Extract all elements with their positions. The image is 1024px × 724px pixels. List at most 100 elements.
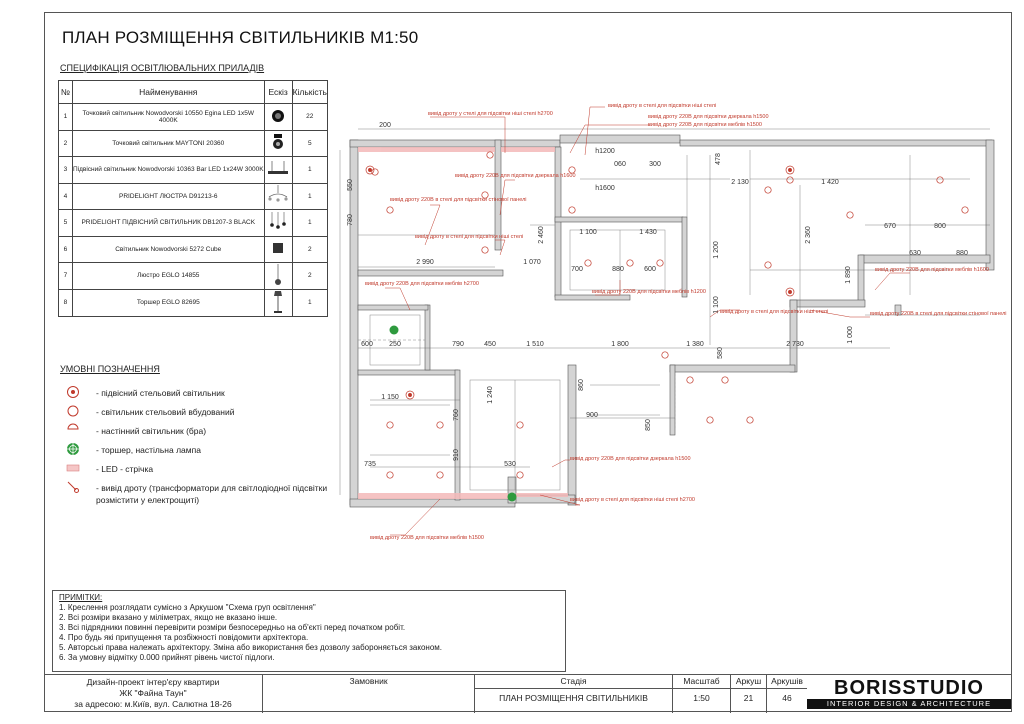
- annotation-leaders: [385, 106, 910, 536]
- annotation-label: вивід дроту 220В для підсвітки дзеркала …: [648, 114, 769, 120]
- scale-cell: Масштаб 1:50: [672, 675, 730, 713]
- dim-label: 2 990: [416, 259, 434, 266]
- note-item: 5. Авторські права належать архітектору.…: [59, 643, 442, 652]
- spec-col-sketch: Ескіз: [263, 80, 293, 104]
- legend-text: - торшер, настільна лампа: [96, 445, 201, 455]
- spec-col-no: №: [58, 80, 73, 104]
- legend-item: - світильник стельовий вбудований: [60, 403, 330, 422]
- dim-label: 1 890: [845, 266, 852, 284]
- spec-qty: 1: [291, 156, 329, 184]
- spec-table: № Найменування Ескіз Кількість 1 Точкови…: [58, 80, 329, 317]
- dim-label: 790: [452, 341, 464, 348]
- legend: - підвісний стельовий світильник - світи…: [60, 384, 330, 509]
- dim-label: h1200: [595, 148, 615, 155]
- annotation-label: вивід дроту 220В для підсвітки меблів h1…: [370, 535, 484, 541]
- cube-light-icon: [263, 235, 293, 263]
- dim-label: 880: [956, 250, 968, 257]
- dim-label: 530: [504, 461, 516, 468]
- dim-label: 200: [379, 122, 391, 129]
- note-item: 1. Креслення розглядати сумісно з Аркушо…: [59, 603, 316, 612]
- annotation-label: вивід дроту 220В для підсвітки меблів h2…: [365, 281, 479, 287]
- scale-value: 1:50: [693, 693, 710, 703]
- wall-sconce-symbol: [67, 423, 79, 430]
- spec-header-row: № Найменування Ескіз Кількість: [58, 80, 329, 104]
- spec-no: 6: [58, 235, 73, 263]
- project-line: Дизайн-проект інтер'єру квартири: [86, 677, 220, 687]
- dim-label: 060: [614, 161, 626, 168]
- dim-label: 478: [715, 153, 722, 165]
- dim-label: 850: [645, 419, 652, 431]
- dim-label: 250: [389, 341, 401, 348]
- annotation-label: вивід дроту 220В в стелі для підсвітки с…: [870, 311, 1007, 317]
- spec-no: 8: [58, 288, 73, 317]
- dim-label: 780: [347, 214, 354, 226]
- legend-item: - вивід дроту (трансформатори для світло…: [60, 479, 330, 509]
- legend-item: - LED - стрічка: [60, 460, 330, 479]
- legend-text: - настінний світильник (бра): [96, 426, 207, 436]
- spec-qty: 1: [291, 288, 329, 317]
- dim-label: 1 100: [579, 229, 597, 236]
- dim-label: 860: [578, 379, 585, 391]
- spot-maytoni-icon: [263, 129, 293, 157]
- legend-heading: УМОВНІ ПОЗНАЧЕННЯ: [60, 364, 160, 374]
- light-fixtures: [371, 151, 969, 479]
- dim-label: 880: [612, 266, 624, 273]
- dim-label: 2 130: [731, 179, 749, 186]
- annotation-label: вивід дроту в стелі для підсвітки ніші с…: [608, 103, 716, 109]
- spec-no: 3: [58, 156, 73, 184]
- sheets-value: 46: [782, 693, 792, 703]
- dimension-labels: 200 550 780 2 990 1 070 2 460 1 100 1 43…: [347, 122, 968, 468]
- sheet-label: Аркуш: [735, 676, 762, 686]
- legend-text: - підвісний стельовий світильник: [96, 388, 225, 398]
- dim-label: 760: [453, 409, 460, 421]
- dim-label: 2 730: [786, 341, 804, 348]
- scale-label: Масштаб: [683, 676, 720, 686]
- dim-label: 600: [361, 341, 373, 348]
- floor-lamp-symbol: [67, 443, 79, 455]
- spec-qty: 1: [291, 209, 329, 237]
- stage-label: Стадія: [560, 676, 587, 686]
- dim-label: 1 200: [713, 241, 720, 259]
- sheet-value: 21: [743, 693, 754, 703]
- dim-label: 580: [717, 347, 724, 359]
- project-info: Дизайн-проект інтер'єру квартири ЖК "Фай…: [44, 677, 262, 710]
- project-line: ЖК "Файна Таун": [119, 688, 187, 698]
- bar-pendant-icon: [263, 156, 293, 184]
- dimension-lines: [339, 128, 990, 495]
- spec-name: PRIDELIGHT ПІДВІСНИЙ СВІТИЛЬНИК DB1207-3…: [71, 209, 265, 237]
- annotation-texts: вивід дроту у стелі для підсвітки ніші с…: [365, 103, 1007, 541]
- spec-name: Підвісний світильник Nowodvorski 10363 B…: [71, 156, 265, 184]
- dim-label: h1600: [595, 185, 615, 192]
- spec-name: Торшер EGLO 82695: [71, 288, 265, 317]
- led-strips: [358, 147, 568, 499]
- legend-item: - настінний світильник (бра): [60, 422, 330, 441]
- annotation-label: вивід дроту 220В для підсвітки меблів h1…: [592, 289, 706, 295]
- notes-heading: ПРИМІТКИ:: [59, 593, 103, 602]
- spec-col-qty: Кількість: [291, 80, 329, 104]
- dim-label: 1 420: [821, 179, 839, 186]
- annotation-label: вивід дроту 220В для підсвітки меблів h1…: [875, 267, 989, 273]
- spec-qty: 2: [291, 235, 329, 263]
- studio-logo: BORISSTUDIO INTERIOR DESIGN & ARCHITECTU…: [807, 677, 1011, 711]
- dim-label: 735: [364, 461, 376, 468]
- sheets-label: Аркушів: [771, 676, 803, 686]
- eglo-pendant-icon: [263, 262, 293, 290]
- sheets-cell: Аркушів 46: [766, 675, 807, 713]
- wire-outlet-symbol: [67, 481, 79, 493]
- project-line: за адресою: м.Київ, вул. Салютна 18-26: [74, 699, 232, 709]
- note-item: 4. Про будь які припущення та розбіжност…: [59, 633, 309, 642]
- floor-lamp-icon: [263, 288, 293, 317]
- legend-text: - світильник стельовий вбудований: [96, 407, 235, 417]
- spec-qty: 2: [291, 262, 329, 290]
- annotation-label: вивід дроту в стелі для підсвітки ніші с…: [415, 234, 523, 240]
- drawing-frame: [44, 12, 1012, 712]
- logo-tagline: INTERIOR DESIGN & ARCHITECTURE: [807, 699, 1011, 709]
- annotation-label: вивід дроту 220В для підсвітки дзеркала …: [455, 173, 576, 179]
- spec-row: 6 Світильник Nowodvorski 5272 Cube 2: [58, 235, 329, 263]
- spec-no: 2: [58, 129, 73, 157]
- title-block: Дизайн-проект інтер'єру квартири ЖК "Фай…: [44, 674, 1012, 713]
- dim-label: 1 070: [523, 259, 541, 266]
- plan-walls: [349, 134, 995, 508]
- legend-item: - підвісний стельовий світильник: [60, 384, 330, 403]
- client-label: Замовник: [349, 676, 388, 686]
